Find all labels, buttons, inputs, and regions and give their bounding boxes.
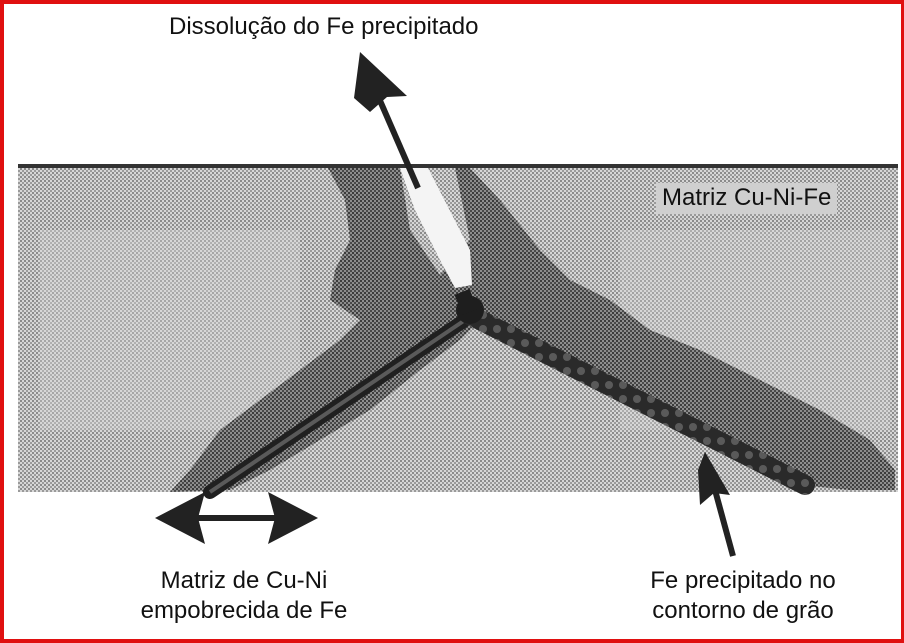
grain-boundary-right (460, 305, 815, 495)
precipitated-fe-label: Fe precipitado no contorno de grão (596, 566, 890, 626)
grain-light-patch (40, 230, 300, 430)
grain-boundary-left-inner (208, 316, 470, 494)
dissolved-channel (400, 168, 472, 288)
precipitate-arrow-icon (698, 452, 736, 557)
matrix-label: Matriz Cu-Ni-Fe (656, 183, 838, 214)
depleted-matrix-label-line1: Matriz de Cu-Ni (160, 567, 328, 594)
grain-boundary-top (454, 289, 478, 315)
precipitated-fe-label-line2: contorno de grão (652, 597, 834, 624)
double-arrow-icon (155, 492, 318, 544)
depleted-matrix-label-line2: empobrecida de Fe (140, 597, 348, 624)
fe-depleted-zone (170, 168, 895, 492)
precipitated-fe-label-line1: Fe precipitado no (650, 567, 836, 594)
dissolution-label: Dissolução do Fe precipitado (169, 13, 479, 40)
dissolution-arrow-icon (354, 52, 421, 190)
depleted-matrix-label: Matriz de Cu-Ni empobrecida de Fe (98, 566, 390, 626)
